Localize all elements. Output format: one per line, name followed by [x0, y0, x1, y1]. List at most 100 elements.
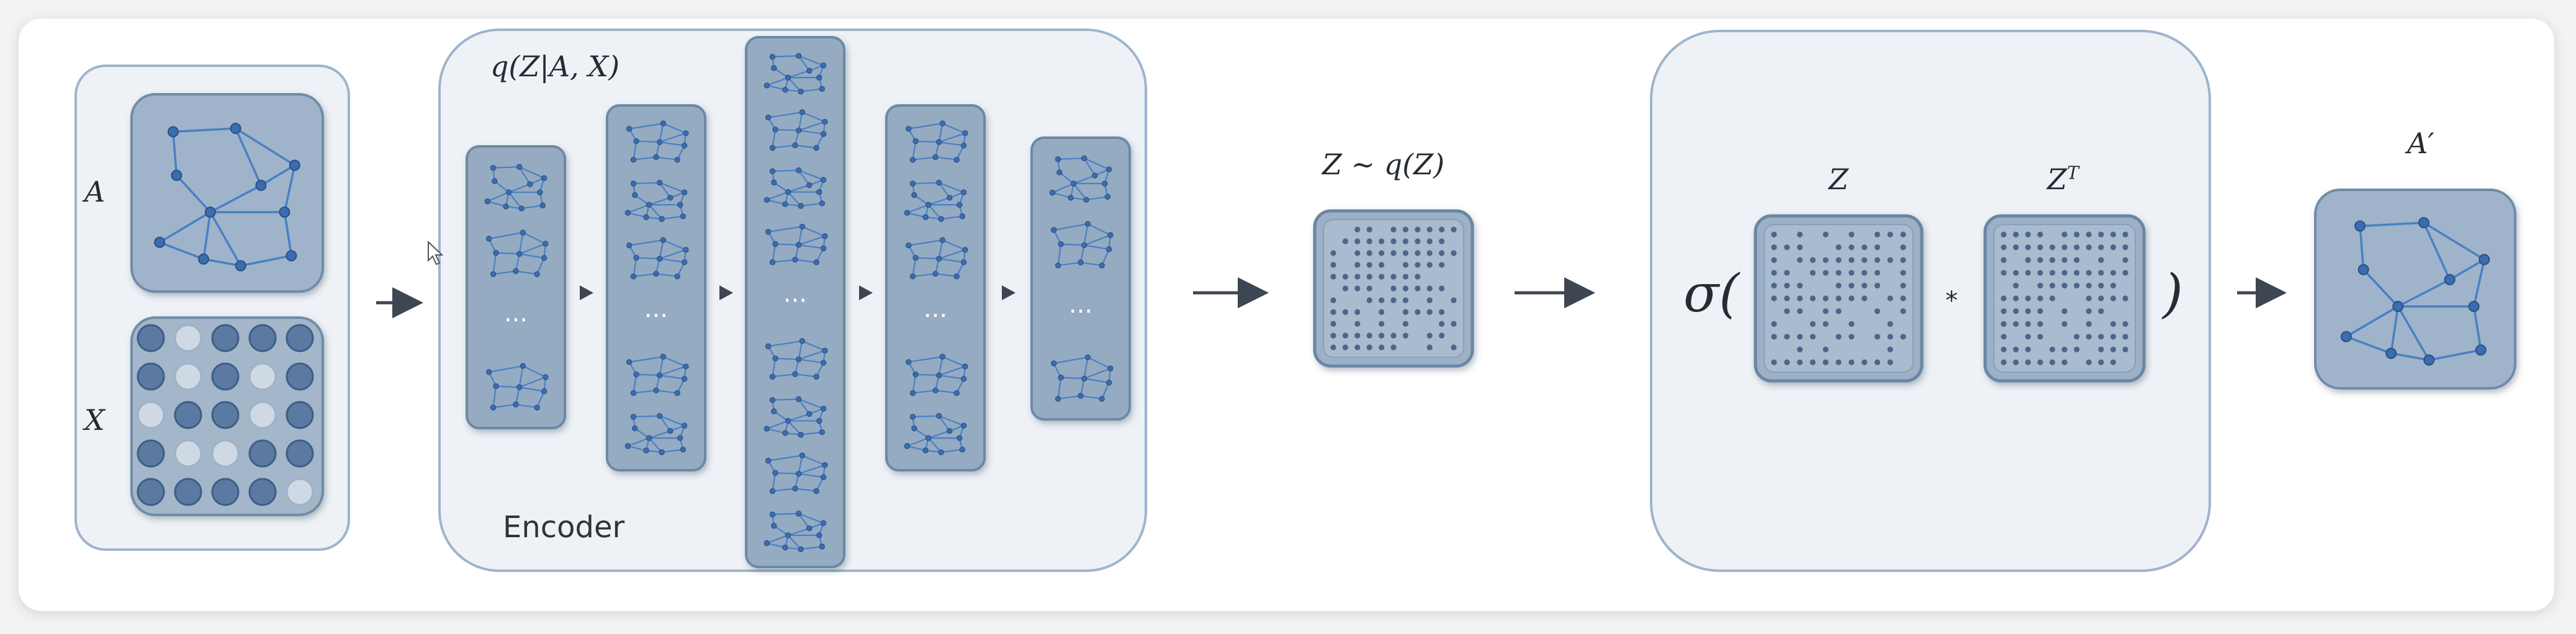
graph-edge — [938, 239, 943, 260]
graph-node — [820, 406, 827, 412]
matrix-dot — [1809, 257, 1816, 263]
graph-edge — [1079, 261, 1103, 267]
matrix-dot — [2037, 282, 2043, 288]
matrix-dot — [2110, 321, 2116, 327]
feature-cell-filled — [211, 362, 240, 391]
feature-cell-filled — [211, 478, 240, 506]
ellipsis-label: ··· — [783, 287, 807, 315]
matrix-dot — [2025, 244, 2031, 251]
mini-graph — [626, 354, 689, 396]
matrix-dot — [1342, 285, 1348, 292]
graph-edge — [942, 122, 966, 134]
matrix-dot — [2098, 244, 2104, 251]
graph-node — [154, 236, 166, 248]
graph-node — [953, 156, 960, 163]
mini-graph — [485, 363, 549, 411]
graph-edge — [1086, 196, 1109, 201]
feature-cell-filled — [286, 362, 314, 391]
matrix-dot — [1342, 274, 1348, 280]
matrix-dot — [2086, 334, 2092, 340]
graph-node — [769, 168, 776, 174]
graph-node — [772, 470, 778, 476]
ellipsis-label: ··· — [1069, 298, 1092, 326]
matrix-dot — [1784, 282, 1790, 288]
graph-node — [1081, 375, 1088, 382]
graph-node — [643, 447, 649, 453]
graph-edge — [907, 355, 943, 363]
matrix-dot — [2110, 231, 2116, 238]
graph-node — [513, 401, 519, 408]
graph-edge — [662, 122, 687, 134]
matrix-dot — [2037, 244, 2043, 251]
graph-edge — [662, 355, 687, 367]
feature-cell-empty — [137, 401, 165, 429]
matrix-dot — [1797, 282, 1803, 288]
matrix-dot — [1874, 257, 1880, 263]
graph-node — [785, 189, 791, 195]
matrix-dot — [2122, 295, 2128, 301]
graph-node — [1050, 227, 1057, 233]
matrix-dot — [2110, 282, 2116, 288]
feature-cell-filled — [286, 324, 314, 352]
graph-edge — [938, 249, 966, 260]
graph-node — [1081, 155, 1088, 161]
input-a-label: A — [84, 175, 106, 208]
graph-node — [769, 397, 776, 403]
matrix-dot — [1887, 359, 1893, 365]
decoder-z-label: Z — [1829, 163, 1849, 196]
graph-edge — [2423, 221, 2451, 281]
graph-node — [681, 259, 688, 266]
matrix-dot — [2110, 295, 2116, 301]
matrix-dot — [2061, 321, 2068, 327]
matrix-dot — [1379, 309, 1385, 315]
graph-node — [813, 488, 819, 494]
matrix-dot — [2122, 346, 2128, 353]
graph-node — [792, 256, 798, 263]
graph-node — [1107, 365, 1114, 372]
graph-edge — [1060, 377, 1085, 380]
matrix-dot — [1439, 226, 1445, 233]
graph-node — [905, 359, 912, 365]
graph-node — [795, 127, 802, 134]
graph-edge — [766, 427, 786, 434]
matrix-dot — [2001, 295, 2007, 301]
graph-node — [520, 363, 526, 369]
graph-node — [935, 372, 942, 378]
graph-edge — [659, 415, 671, 432]
graph-edge — [1083, 378, 1110, 383]
graph-edge — [633, 182, 660, 184]
matrix-dot — [2037, 295, 2043, 301]
graph-node — [820, 520, 827, 526]
matrix-dot — [1402, 274, 1408, 280]
graph-edge — [787, 413, 810, 422]
mini-graph — [905, 237, 968, 280]
matrix-dot — [1809, 334, 1816, 340]
graph-edge — [798, 169, 824, 181]
graph-edge — [492, 270, 517, 275]
matrix-dot — [1835, 359, 1842, 365]
graph-edge — [2423, 221, 2485, 261]
graph-edge — [787, 534, 802, 550]
mini-graph — [763, 53, 827, 95]
matrix-dot — [1849, 270, 1855, 276]
graph-edge — [801, 226, 826, 237]
graph-edge — [518, 231, 524, 255]
graph-node — [2423, 354, 2435, 366]
graph-node — [813, 259, 819, 266]
graph-edge — [1083, 244, 1110, 250]
graph-edge — [627, 437, 650, 447]
matrix-dot — [1797, 308, 1803, 315]
graph-node — [912, 371, 919, 378]
graph-edge — [518, 166, 545, 179]
graph-edge — [934, 273, 958, 277]
graph-node — [541, 175, 547, 181]
matrix-dot — [1835, 308, 1842, 315]
graph-edge — [940, 215, 963, 220]
graph-edge — [1083, 356, 1089, 380]
graph-edge — [787, 527, 810, 536]
graph-node — [1092, 172, 1098, 179]
graph-edge — [172, 130, 178, 177]
graph-node — [772, 127, 778, 133]
graph-node — [912, 138, 919, 145]
graph-edge — [659, 182, 685, 194]
